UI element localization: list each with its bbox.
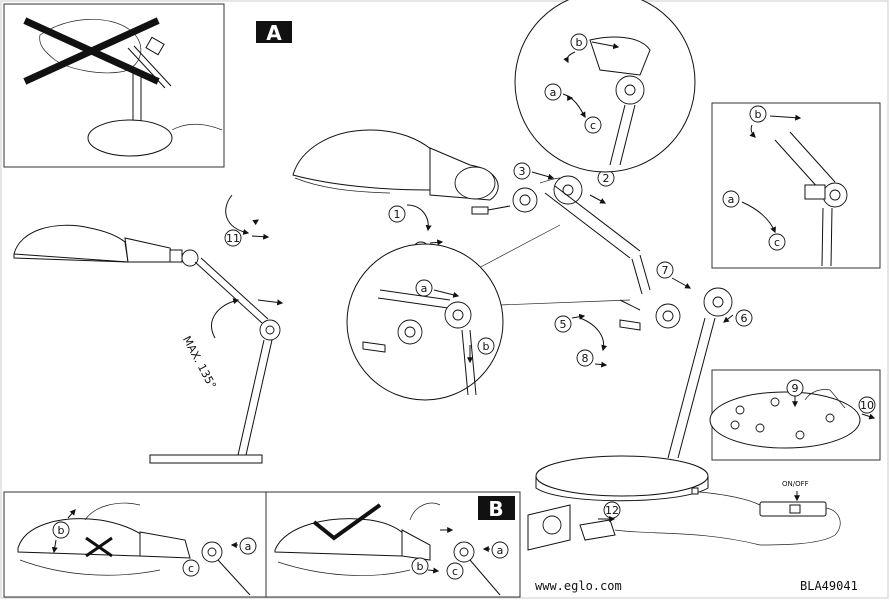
step-9-label: 9 [792,382,799,395]
lamp-arm-lower-joint: 7 6 5 8 [554,254,753,459]
switch-label: ON/OFF [782,480,809,488]
prohibited-usage-panel [3,3,225,168]
panel-b-letter: B [488,497,503,521]
lamp-side-view: MAX. 135° 11 [13,194,284,464]
website-text: www.eglo.com [535,579,622,593]
correct-b-label: b [417,560,424,573]
prohibited-cross-icon [23,17,160,85]
max-angle-label: MAX. 135° [180,334,219,391]
right-detail-c: c [774,236,780,249]
step-11-label: 11 [226,232,240,245]
right-detail-a: a [728,193,735,206]
top-detail-b: b [576,36,583,49]
top-detail-c: c [590,119,596,132]
correct-c-label: c [452,565,458,578]
wrong-adjustment-panel: b a c [3,491,267,598]
wall-socket-plug: 12 [527,501,761,551]
mid-detail-a: a [421,282,428,295]
wrong-c-label: c [188,562,194,575]
right-detail-b: b [755,108,762,121]
lamp-base [535,455,841,546]
step-5-label: 5 [560,318,567,331]
step-8-label: 8 [582,352,589,365]
step-2-label: 2 [603,172,610,185]
correct-check-icon [312,503,382,541]
model-number: BLA49041 [800,579,858,593]
detail-circle-middle-joint: a b [346,224,631,401]
inline-switch: ON/OFF [759,480,827,517]
step-12-label: 12 [605,504,619,517]
panel-a-badge: A [256,21,292,45]
mid-detail-b: b [483,340,490,353]
correct-adjustment-panel: B a b c [265,491,521,598]
step-6-label: 6 [741,312,748,325]
correct-a-label: a [497,544,504,557]
step-1-label: 1 [394,208,401,221]
detail-box-base-underside: 9 10 [709,369,881,461]
wrong-a-label: a [245,540,252,553]
panel-a-letter: A [266,21,282,45]
wrong-b-label: b [58,524,65,537]
detail-circle-head-joint: b a c [514,0,696,173]
step-3-label: 3 [519,165,526,178]
top-detail-a: a [550,86,557,99]
step-7-label: 7 [662,264,669,277]
wrong-x-icon [85,536,113,558]
lamp-head-assembly [292,129,641,311]
step-10-label: 10 [860,399,874,412]
detail-box-arm-joint: b a c [711,102,881,269]
